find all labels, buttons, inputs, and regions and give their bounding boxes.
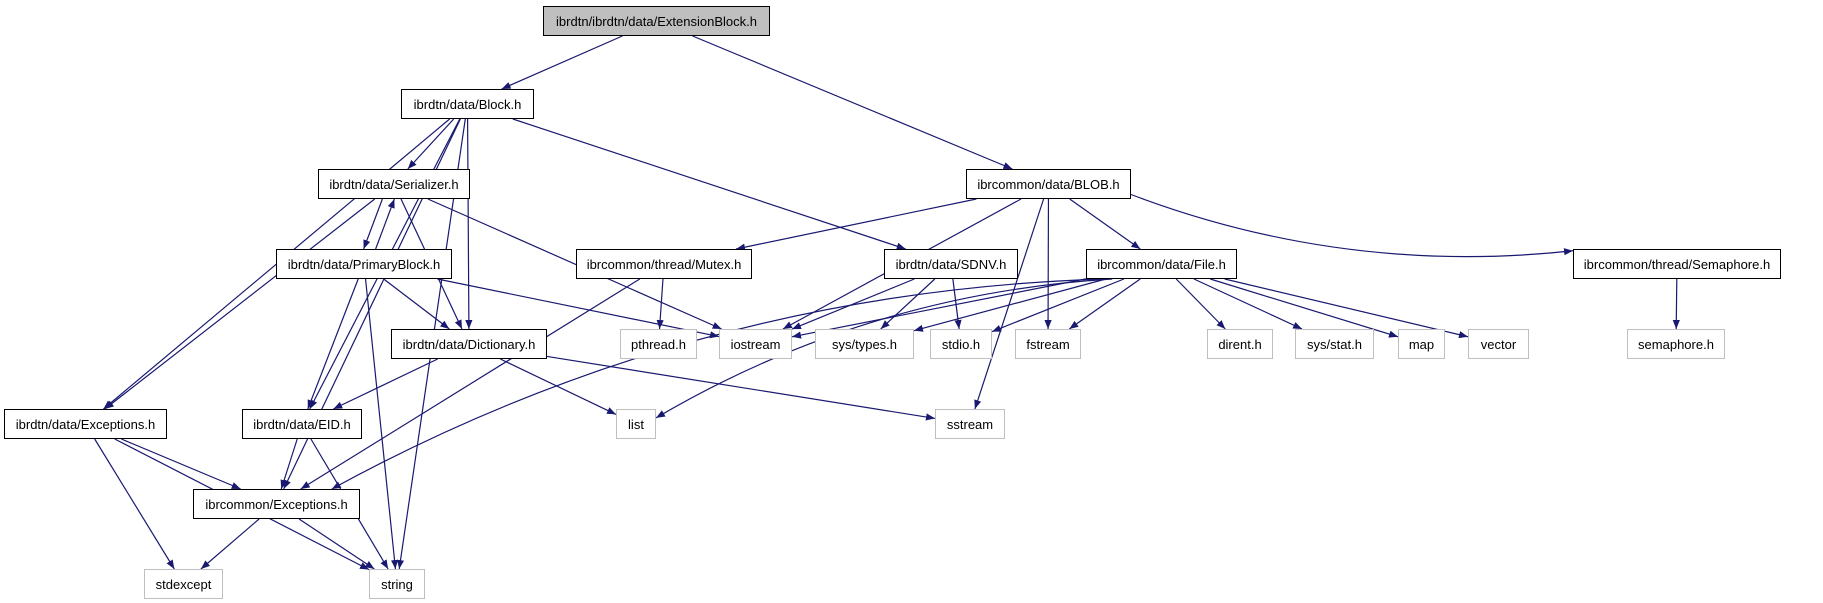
edge-dict-to-list <box>500 358 617 415</box>
node-sem[interactable]: ibrcommon/thread/Semaphore.h <box>1573 249 1781 279</box>
edge-mutex-to-cexc <box>300 278 641 490</box>
node-stdexcept: stdexcept <box>144 569 223 599</box>
edge-cexc-to-string <box>298 518 375 570</box>
edge-file-to-map <box>1210 278 1399 338</box>
node-vector: vector <box>1468 329 1529 359</box>
edge-blob-to-sem <box>1130 193 1574 258</box>
edge-sem-to-semh <box>1672 278 1680 330</box>
edge-prim-to-iostream <box>437 278 720 339</box>
edge-blob-to-mutex <box>735 198 977 251</box>
node-systypes: sys/types.h <box>815 329 914 359</box>
node-string: string <box>369 569 425 599</box>
edge-blob-to-sstream <box>974 198 1045 410</box>
edge-file-to-dirent <box>1175 278 1226 330</box>
edge-block-to-cexc <box>283 118 461 490</box>
edge-file-to-systypes <box>913 278 1106 332</box>
node-dict[interactable]: ibrdtn/data/Dictionary.h <box>391 329 547 359</box>
node-sdnv[interactable]: ibrdtn/data/SDNV.h <box>884 249 1018 279</box>
edge-ser-to-prim <box>363 198 383 250</box>
edge-file-to-fstream <box>1068 278 1141 330</box>
node-file[interactable]: ibrcommon/data/File.h <box>1086 249 1237 279</box>
node-list: list <box>616 409 656 439</box>
node-sstream: sstream <box>935 409 1005 439</box>
node-block[interactable]: ibrdtn/data/Block.h <box>401 89 534 119</box>
edge-file-to-list <box>655 278 1113 419</box>
edge-prim-to-string <box>364 278 399 570</box>
edge-block-to-dict <box>465 118 473 330</box>
node-fstream: fstream <box>1015 329 1081 359</box>
node-pthread: pthread.h <box>620 329 697 359</box>
edge-dexc-to-stdexcept <box>94 438 175 570</box>
node-prim[interactable]: ibrdtn/data/PrimaryBlock.h <box>276 249 452 279</box>
edge-file-to-sysstat <box>1193 278 1303 330</box>
node-dirent: dirent.h <box>1207 329 1273 359</box>
node-iostream: iostream <box>719 329 792 359</box>
node-ser[interactable]: ibrdtn/data/Serializer.h <box>318 169 470 199</box>
edge-prim-to-dict <box>383 278 450 330</box>
edge-dict-to-eid <box>333 358 438 410</box>
node-stdio: stdio.h <box>930 329 992 359</box>
edge-dexc-to-cexc <box>121 438 241 490</box>
edge-blob-to-file <box>1069 198 1141 250</box>
node-dexc[interactable]: ibrdtn/data/Exceptions.h <box>4 409 167 439</box>
node-ext[interactable]: ibrdtn/ibrdtn/data/ExtensionBlock.h <box>543 6 770 36</box>
edge-dict-to-sstream <box>546 355 936 421</box>
node-blob[interactable]: ibrcommon/data/BLOB.h <box>966 169 1131 199</box>
edge-ser-to-dexc <box>104 198 376 410</box>
edge-block-to-ser <box>407 118 455 170</box>
edge-prim-to-ser <box>375 198 395 250</box>
edge-eid-to-cexc <box>280 438 298 490</box>
edge-ext-to-block <box>501 35 623 90</box>
edge-cexc-to-stdexcept <box>200 518 260 570</box>
edge-mutex-to-pthread <box>656 278 664 330</box>
edge-prim-to-eid <box>307 278 359 410</box>
node-mutex[interactable]: ibrcommon/thread/Mutex.h <box>576 249 752 279</box>
edge-ser-to-iostream <box>427 198 722 330</box>
node-semh: semaphore.h <box>1627 329 1725 359</box>
node-map: map <box>1398 329 1445 359</box>
node-sysstat: sys/stat.h <box>1295 329 1374 359</box>
edge-sdnv-to-systypes <box>880 278 936 330</box>
edge-ext-to-blob <box>692 35 1013 170</box>
edge-file-to-stdio <box>991 278 1125 333</box>
node-cexc[interactable]: ibrcommon/Exceptions.h <box>193 489 360 519</box>
edge-block-to-sdnv <box>512 118 906 250</box>
edge-file-to-cexc <box>331 278 1107 490</box>
node-eid[interactable]: ibrdtn/data/EID.h <box>242 409 362 439</box>
edge-sdnv-to-iostream <box>791 278 915 330</box>
